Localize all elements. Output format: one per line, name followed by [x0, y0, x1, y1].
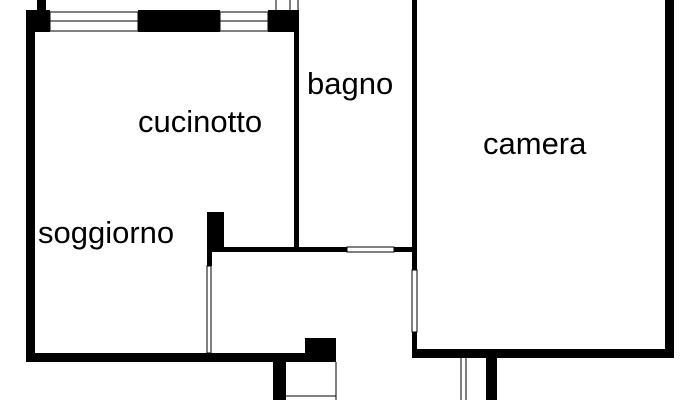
top-wall	[26, 0, 299, 32]
corridor-left-wall-top	[207, 250, 212, 266]
top-left-stub	[37, 0, 46, 12]
bagno-door-opening	[346, 246, 395, 253]
room-label-soggiorno: soggiorno	[38, 215, 174, 250]
camera-left-wall-bottom	[412, 332, 417, 358]
camera-bottom-wall	[412, 349, 674, 358]
room-label-bagno: bagno	[307, 66, 393, 101]
corridor-top-wall-right	[394, 247, 416, 252]
camera-right-wall	[665, 0, 674, 358]
top-wall-right-post	[268, 10, 299, 32]
room-label-camera: camera	[483, 126, 587, 161]
entrance-jamb	[273, 362, 286, 400]
entrance-block	[305, 338, 336, 362]
left-wall	[26, 10, 35, 362]
wall-cucinotto-bagno	[294, 10, 299, 250]
wall-bagno-camera	[412, 0, 417, 270]
soggiorno-pillar	[207, 212, 224, 250]
room-label-cucinotto: cucinotto	[138, 104, 262, 139]
bottom-wall-soggiorno	[26, 353, 306, 362]
camera-door-opening	[411, 269, 418, 333]
top-wall-mid-segment	[138, 10, 220, 32]
soggiorno-door-opening	[206, 265, 212, 354]
corridor-top-wall	[207, 247, 347, 252]
lower-right-post	[486, 358, 497, 400]
